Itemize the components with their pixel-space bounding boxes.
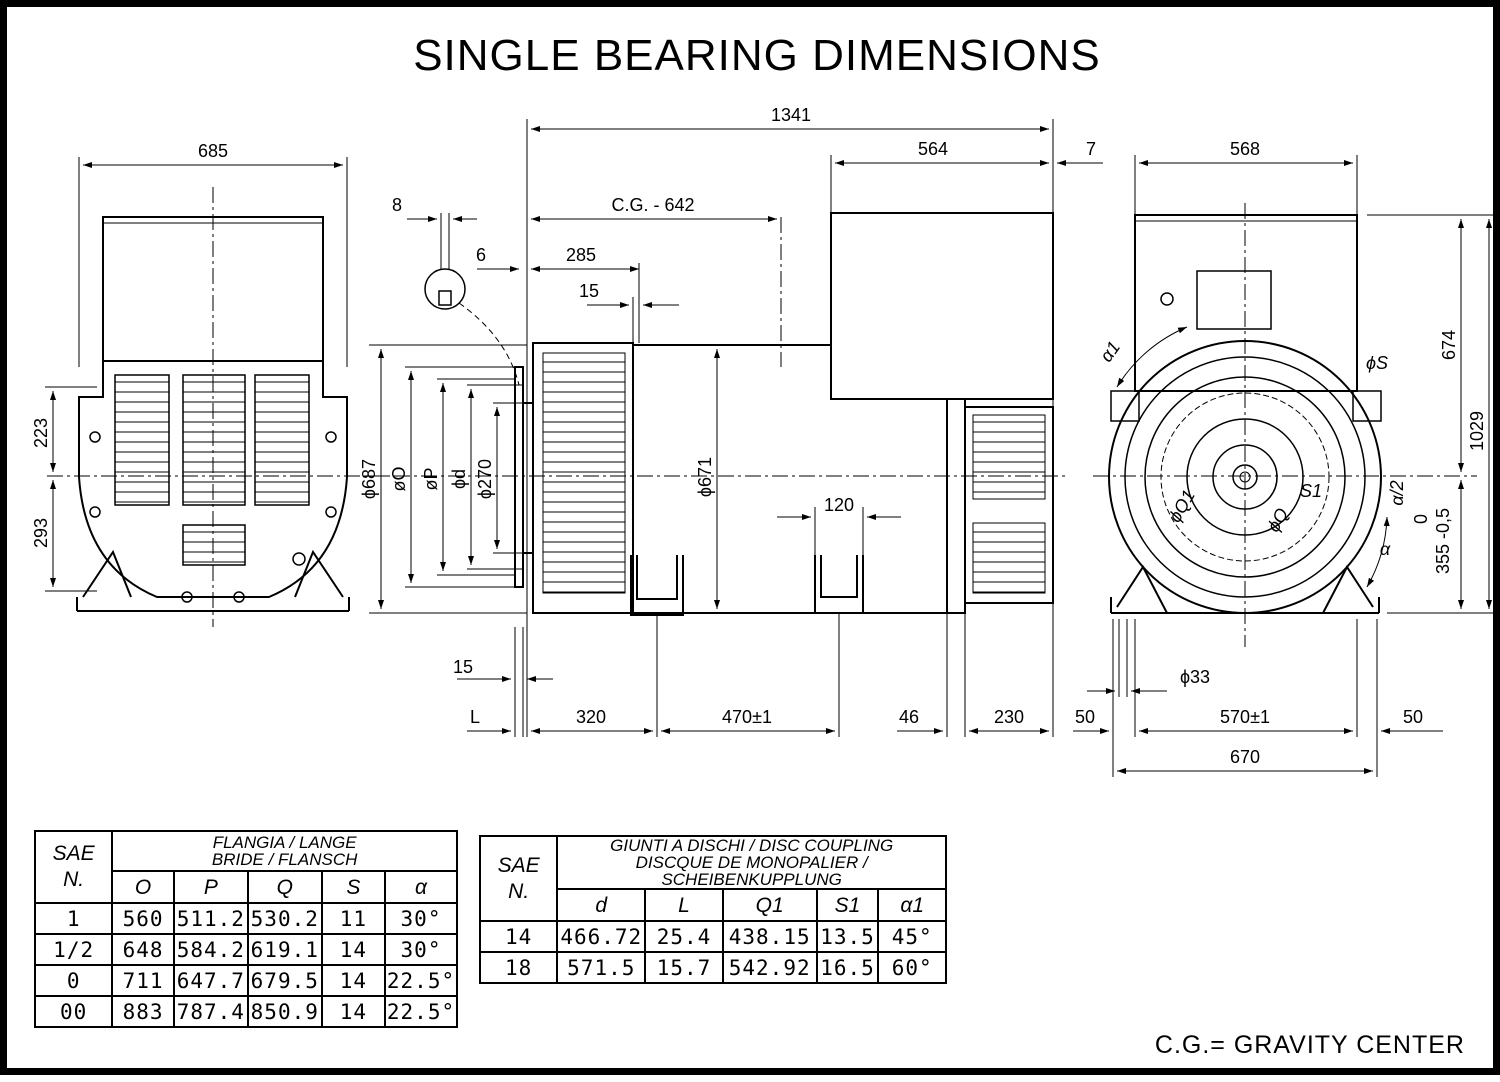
dim-320: 320 — [576, 707, 606, 727]
rear-view — [1073, 155, 1493, 777]
technical-drawing: 685 223 293 — [31, 105, 1493, 777]
dim-6: 6 — [476, 245, 486, 265]
dim-15-bottom: 15 — [453, 657, 473, 677]
gravity-center-note: C.G.= GRAVITY CENTER — [1154, 1031, 1465, 1059]
coupling-col-alpha1: α1 — [877, 888, 947, 922]
flange-col-Q: Q — [246, 870, 323, 904]
dim-front-upper: 223 — [31, 418, 51, 448]
flange-col-P: P — [172, 870, 249, 904]
dim-8: 8 — [392, 195, 402, 215]
dim-side-width: 568 — [1230, 139, 1260, 159]
dim-230: 230 — [994, 707, 1024, 727]
coupling-col-S1: S1 — [815, 888, 880, 922]
dim-120: 120 — [824, 495, 854, 515]
dim-dia-33: ϕ33 — [1180, 667, 1210, 687]
coupling-col-d: d — [556, 888, 647, 922]
dim-overall-length: 1341 — [771, 105, 811, 125]
dim-L: L — [470, 707, 480, 727]
label-alpha: α — [1380, 539, 1391, 559]
front-view — [45, 157, 387, 627]
dim-50-right: 50 — [1403, 707, 1423, 727]
dim-front-lower: 293 — [31, 518, 51, 548]
dim-355-upper: 0 — [1411, 514, 1431, 524]
dim-15-top: 15 — [579, 281, 599, 301]
dim-dia-O: øO — [389, 467, 409, 492]
dim-46: 46 — [899, 707, 919, 727]
dim-670: 670 — [1230, 747, 1260, 767]
dim-470: 470±1 — [722, 707, 772, 727]
dim-front-width: 685 — [198, 141, 228, 161]
dim-7: 7 — [1086, 139, 1096, 159]
flange-col-S: S — [320, 870, 387, 904]
dim-50-left: 50 — [1075, 707, 1095, 727]
dim-cg: C.G. - 642 — [611, 195, 694, 215]
flange-col-alpha: α — [384, 870, 458, 904]
dim-570: 570±1 — [1220, 707, 1270, 727]
label-phi-S: ϕS — [1366, 353, 1388, 373]
flange-col-O: O — [111, 870, 175, 904]
label-alpha-half: α/2 — [1387, 480, 1407, 505]
side-view — [367, 119, 1103, 737]
dim-dia-687: ϕ687 — [359, 459, 379, 499]
dim-285: 285 — [566, 245, 596, 265]
label-alpha1: α1 — [1096, 338, 1124, 366]
dim-dia-d: ϕd — [449, 469, 469, 489]
dim-355: 355 -0,5 — [1433, 508, 1453, 574]
dim-564: 564 — [918, 139, 948, 159]
dim-dia-P: øP — [421, 467, 441, 490]
dim-dia-671: ϕ671 — [695, 457, 715, 497]
coupling-col-Q1: Q1 — [721, 888, 818, 922]
page-title: SINGLE BEARING DIMENSIONS — [413, 31, 1101, 80]
dim-674: 674 — [1439, 330, 1459, 360]
label-phi-Q1: ϕQ1 — [1165, 486, 1199, 525]
coupling-col-L: L — [644, 888, 724, 922]
dim-1029: 1029 — [1467, 411, 1487, 451]
dim-dia-270: ϕ270 — [475, 459, 495, 499]
label-S1: S1 — [1300, 481, 1322, 501]
